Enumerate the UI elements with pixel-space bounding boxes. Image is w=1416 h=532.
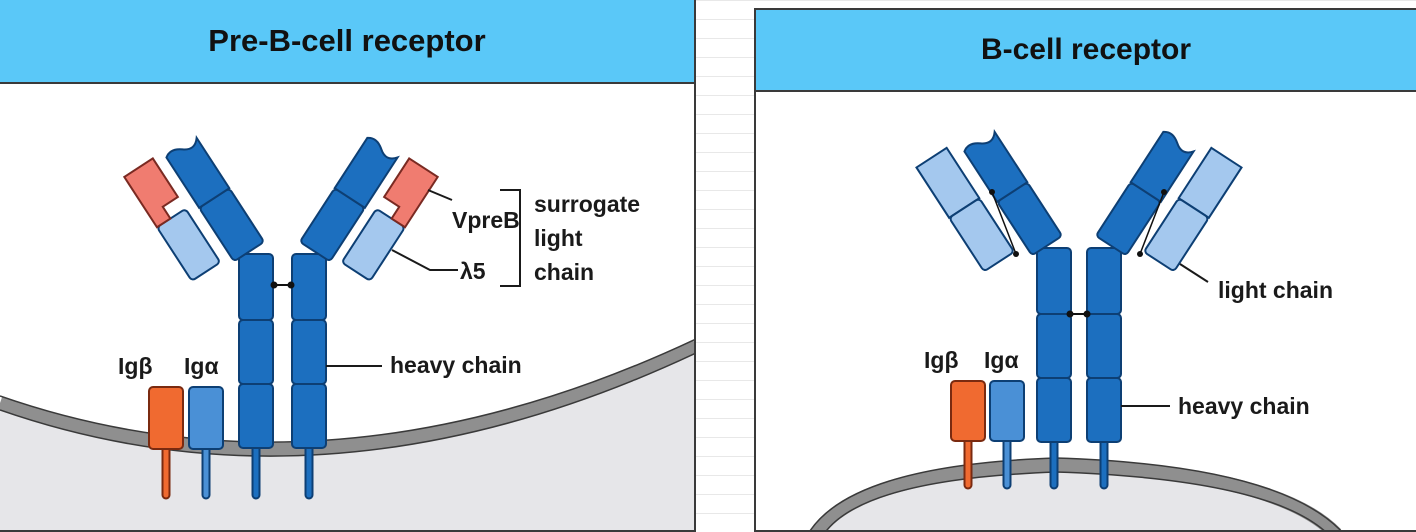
heavy-chain-right <box>291 136 400 500</box>
lambda5-leader-line <box>391 249 458 271</box>
light-chain-label: light chain <box>1218 277 1333 303</box>
surrogate-light-chain-right <box>342 157 440 281</box>
ig-alpha <box>188 386 224 500</box>
light-chain-leader-line <box>1179 263 1209 283</box>
ig-beta-label: Igβ <box>118 353 152 379</box>
ig-alpha <box>989 380 1025 490</box>
pre-b-cell-receptor-diagram: VpreB λ5 surrogate light chain heavy cha… <box>0 134 694 530</box>
b-cell-receptor-diagram: light chain heavy chain Igβ Igα <box>809 128 1342 530</box>
cytoplasm <box>0 346 694 530</box>
ig-alpha-label: Igα <box>184 353 219 379</box>
light-chain-left <box>915 146 1019 271</box>
ig-alpha-label: Igα <box>984 347 1019 373</box>
ig-beta <box>148 386 184 500</box>
panel-title: B-cell receptor <box>756 10 1416 92</box>
surrogate-light-chain-left <box>122 157 220 281</box>
pre-b-cell-receptor-panel: Pre-B-cell receptor <box>0 0 696 532</box>
lambda5-label: λ5 <box>460 258 486 284</box>
vpreb-leader-line <box>427 189 453 201</box>
cell-membrane <box>0 339 694 457</box>
heavy-chain-left <box>963 128 1072 490</box>
panel-title: Pre-B-cell receptor <box>0 0 694 84</box>
ig-beta <box>950 380 986 490</box>
heavy-chain-right <box>1086 130 1196 490</box>
ig-beta-label: Igβ <box>924 347 958 373</box>
vpreb-label: VpreB <box>452 207 520 233</box>
heavy-chain-label: heavy chain <box>1178 393 1310 419</box>
heavy-chain-label: heavy chain <box>390 352 522 378</box>
b-cell-receptor-panel: B-cell receptor <box>754 8 1416 532</box>
heavy-chain-left <box>165 134 274 500</box>
surrogate-label-line2: light <box>534 225 583 251</box>
surrogate-bracket <box>500 189 521 287</box>
surrogate-label-line3: chain <box>534 259 594 285</box>
light-chain-right <box>1137 146 1243 271</box>
surrogate-label-line1: surrogate <box>534 191 640 217</box>
